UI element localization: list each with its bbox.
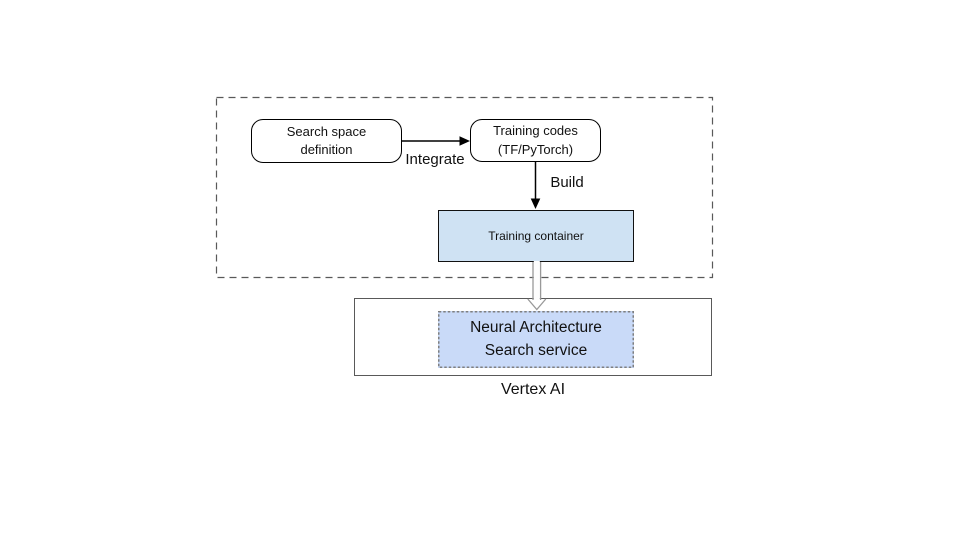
training-codes-label: Training codes (TF/PyTorch) bbox=[493, 123, 578, 157]
integrate-edge-label: Integrate bbox=[405, 151, 465, 168]
training-container-label: Training container bbox=[488, 229, 584, 243]
search-space-definition-label: Search space definition bbox=[286, 123, 367, 157]
training-container-node: Training container bbox=[438, 210, 634, 262]
training-codes-node: Training codes (TF/PyTorch) bbox=[470, 119, 601, 162]
search-space-definition-node: Search space definition bbox=[251, 119, 402, 163]
neural-architecture-search-service-node: Neural Architecture Search service bbox=[438, 311, 634, 368]
vertex-ai-group-label: Vertex AI bbox=[500, 381, 566, 398]
build-edge-label: Build bbox=[550, 174, 584, 191]
integrate-arrow bbox=[402, 136, 470, 146]
neural-architecture-search-service-label: Neural Architecture Search service bbox=[470, 319, 602, 359]
build-arrow bbox=[530, 162, 541, 209]
